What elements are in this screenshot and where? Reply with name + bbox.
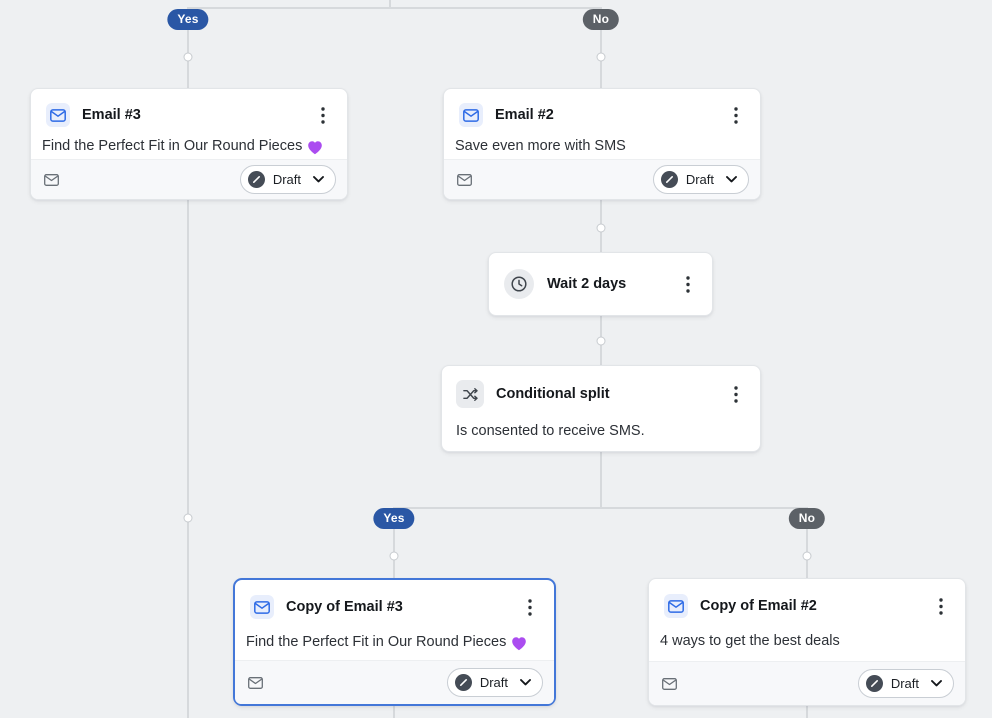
subject-text: Save even more with SMS: [455, 138, 626, 154]
kebab-menu-icon[interactable]: [724, 103, 748, 127]
status-label: Draft: [685, 172, 714, 187]
conditional-split-icon: [456, 380, 484, 408]
connector-port: [183, 513, 193, 523]
status-dropdown[interactable]: Draft: [652, 165, 749, 194]
connector-line: [393, 507, 395, 578]
subject-text: 4 ways to get the best deals: [660, 633, 840, 649]
card-title: Copy of Email #2: [700, 598, 817, 614]
conditional-split-card[interactable]: Conditional split Is consented to receiv…: [441, 365, 761, 452]
status-label: Draft: [479, 675, 508, 690]
connector-line: [806, 706, 808, 718]
clock-icon: [504, 269, 534, 299]
connector-port: [596, 223, 606, 233]
draft-status-icon: [660, 171, 678, 188]
branch-label-yes-bottom: Yes: [373, 508, 415, 529]
connector-port: [183, 52, 193, 62]
split-condition-text: Is consented to receive SMS.: [456, 423, 645, 439]
email-card-copy-email3[interactable]: Copy of Email #3 Find the Perfect Fit in…: [233, 578, 556, 706]
email-subject: Find the Perfect Fit in Our Round Pieces: [235, 619, 554, 650]
kebab-menu-icon[interactable]: [676, 272, 700, 296]
kebab-menu-icon[interactable]: [311, 103, 335, 127]
branch-label-no-top: No: [582, 9, 620, 30]
draft-status-icon: [865, 675, 883, 692]
status-dropdown[interactable]: Draft: [446, 668, 543, 697]
connector-line: [806, 507, 808, 578]
chevron-down-icon: [313, 176, 324, 183]
draft-status-icon: [247, 171, 265, 188]
purple-heart-emoji: [307, 140, 323, 155]
kebab-menu-icon[interactable]: [929, 594, 953, 618]
email-subject: 4 ways to get the best deals: [649, 618, 965, 649]
email-card-email3[interactable]: Email #3 Find the Perfect Fit in Our Rou…: [30, 88, 348, 200]
subject-text: Find the Perfect Fit in Our Round Pieces: [246, 634, 507, 650]
connector-port: [389, 551, 399, 561]
draft-status-icon: [454, 674, 472, 691]
branch-label-no-bottom: No: [788, 508, 826, 529]
email-subject: Save even more with SMS: [444, 127, 760, 154]
card-title: Email #3: [82, 107, 141, 123]
message-channel-icon: [248, 676, 263, 689]
chevron-down-icon: [520, 679, 531, 686]
message-channel-icon: [457, 173, 472, 186]
card-title: Wait 2 days: [547, 276, 627, 292]
subject-text: Find the Perfect Fit in Our Round Pieces: [42, 138, 303, 154]
status-dropdown[interactable]: Draft: [857, 669, 954, 698]
connector-line: [389, 0, 391, 8]
connector-line: [187, 7, 189, 88]
email-subject: Find the Perfect Fit in Our Round Pieces: [31, 127, 347, 154]
connector-line: [600, 452, 602, 509]
status-label: Draft: [890, 676, 919, 691]
email-envelope-icon: [664, 594, 688, 618]
kebab-menu-icon[interactable]: [518, 595, 542, 619]
connector-line: [187, 200, 189, 718]
email-card-email2[interactable]: Email #2 Save even more with SMS Draft: [443, 88, 761, 200]
message-channel-icon: [44, 173, 59, 186]
chevron-down-icon: [726, 176, 737, 183]
card-title: Copy of Email #3: [286, 599, 403, 615]
branch-label-yes-top: Yes: [167, 9, 209, 30]
time-delay-card[interactable]: Wait 2 days: [488, 252, 713, 316]
message-channel-icon: [662, 677, 677, 690]
email-envelope-icon: [459, 103, 483, 127]
kebab-menu-icon[interactable]: [724, 382, 748, 406]
connector-line: [600, 7, 602, 88]
connector-port: [802, 551, 812, 561]
card-title: Conditional split: [496, 386, 610, 402]
connector-port: [596, 52, 606, 62]
connector-line: [188, 7, 601, 9]
connector-line: [394, 507, 807, 509]
email-envelope-icon: [250, 595, 274, 619]
status-label: Draft: [272, 172, 301, 187]
email-envelope-icon: [46, 103, 70, 127]
card-title: Email #2: [495, 107, 554, 123]
chevron-down-icon: [931, 680, 942, 687]
connector-port: [596, 336, 606, 346]
purple-heart-emoji: [511, 636, 527, 651]
status-dropdown[interactable]: Draft: [239, 165, 336, 194]
connector-line: [393, 706, 395, 718]
email-card-copy-email2[interactable]: Copy of Email #2 4 ways to get the best …: [648, 578, 966, 706]
